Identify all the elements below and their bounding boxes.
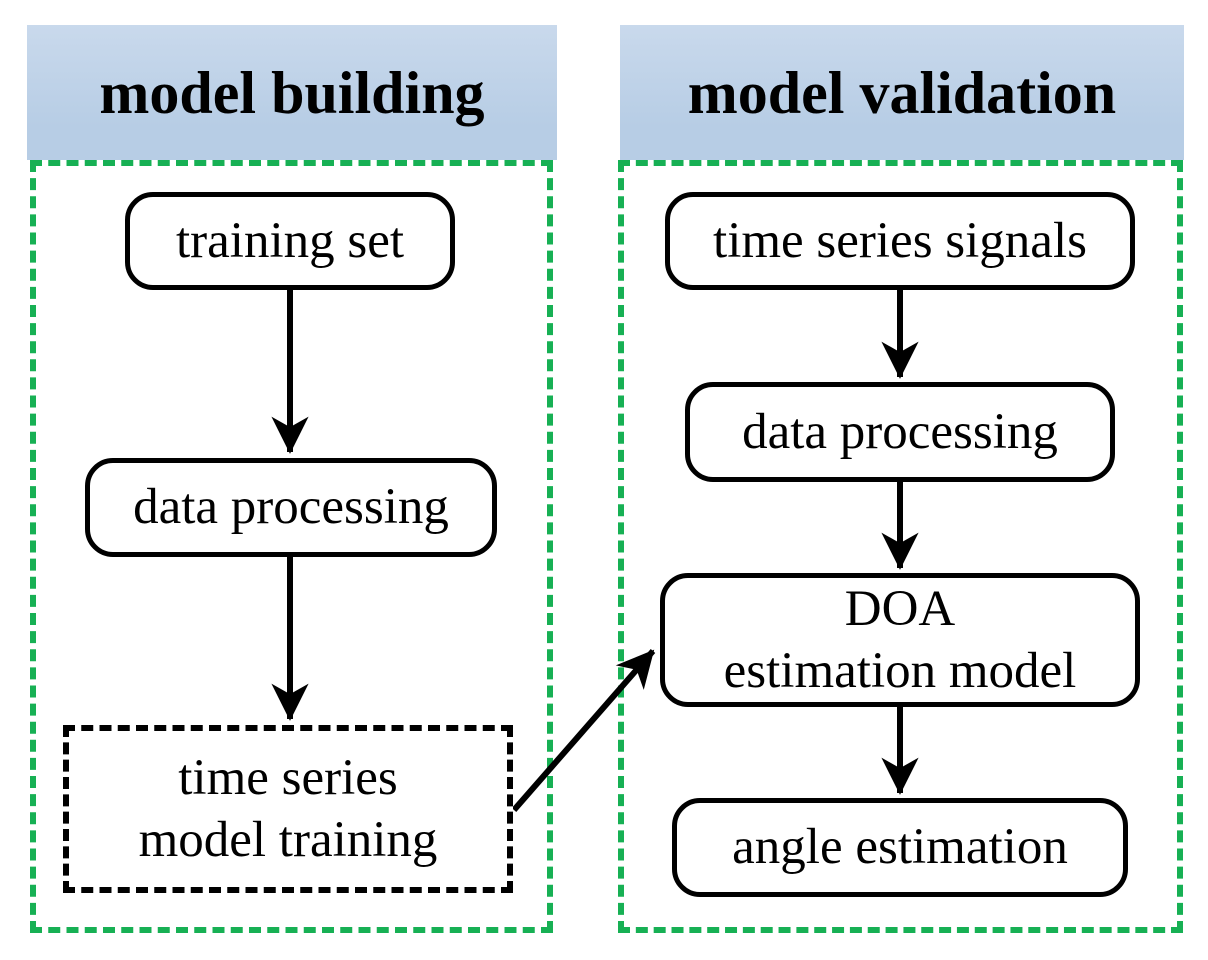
node-data-processing-right: data processing [685,382,1115,482]
node-angle-estimation-label: angle estimation [732,819,1068,876]
node-training-set-label: training set [175,212,405,269]
node-doa-estimation-model-label-line2: estimation model [723,643,1077,699]
node-time-series-signals-label: time series signals [713,212,1087,269]
node-doa-estimation-model-label-line1: DOA [844,580,956,637]
node-doa-estimation-model: DOA estimation model [660,573,1140,707]
node-training-set: training set [125,192,455,290]
node-data-processing-right-label: data processing [742,403,1058,460]
node-data-processing-left: data processing [85,458,497,557]
node-time-series-model-training-label-line2: model training [138,812,438,868]
model-validation-region [618,160,1183,933]
model-validation-header: model validation [620,25,1184,160]
node-time-series-model-training: time series model training [63,725,513,893]
node-data-processing-left-label: data processing [133,479,449,536]
model-building-region [30,160,553,933]
model-building-header: model building [27,25,557,160]
node-time-series-model-training-label-line1: time series [178,749,398,806]
node-angle-estimation: angle estimation [672,798,1128,897]
node-time-series-signals: time series signals [665,192,1135,290]
